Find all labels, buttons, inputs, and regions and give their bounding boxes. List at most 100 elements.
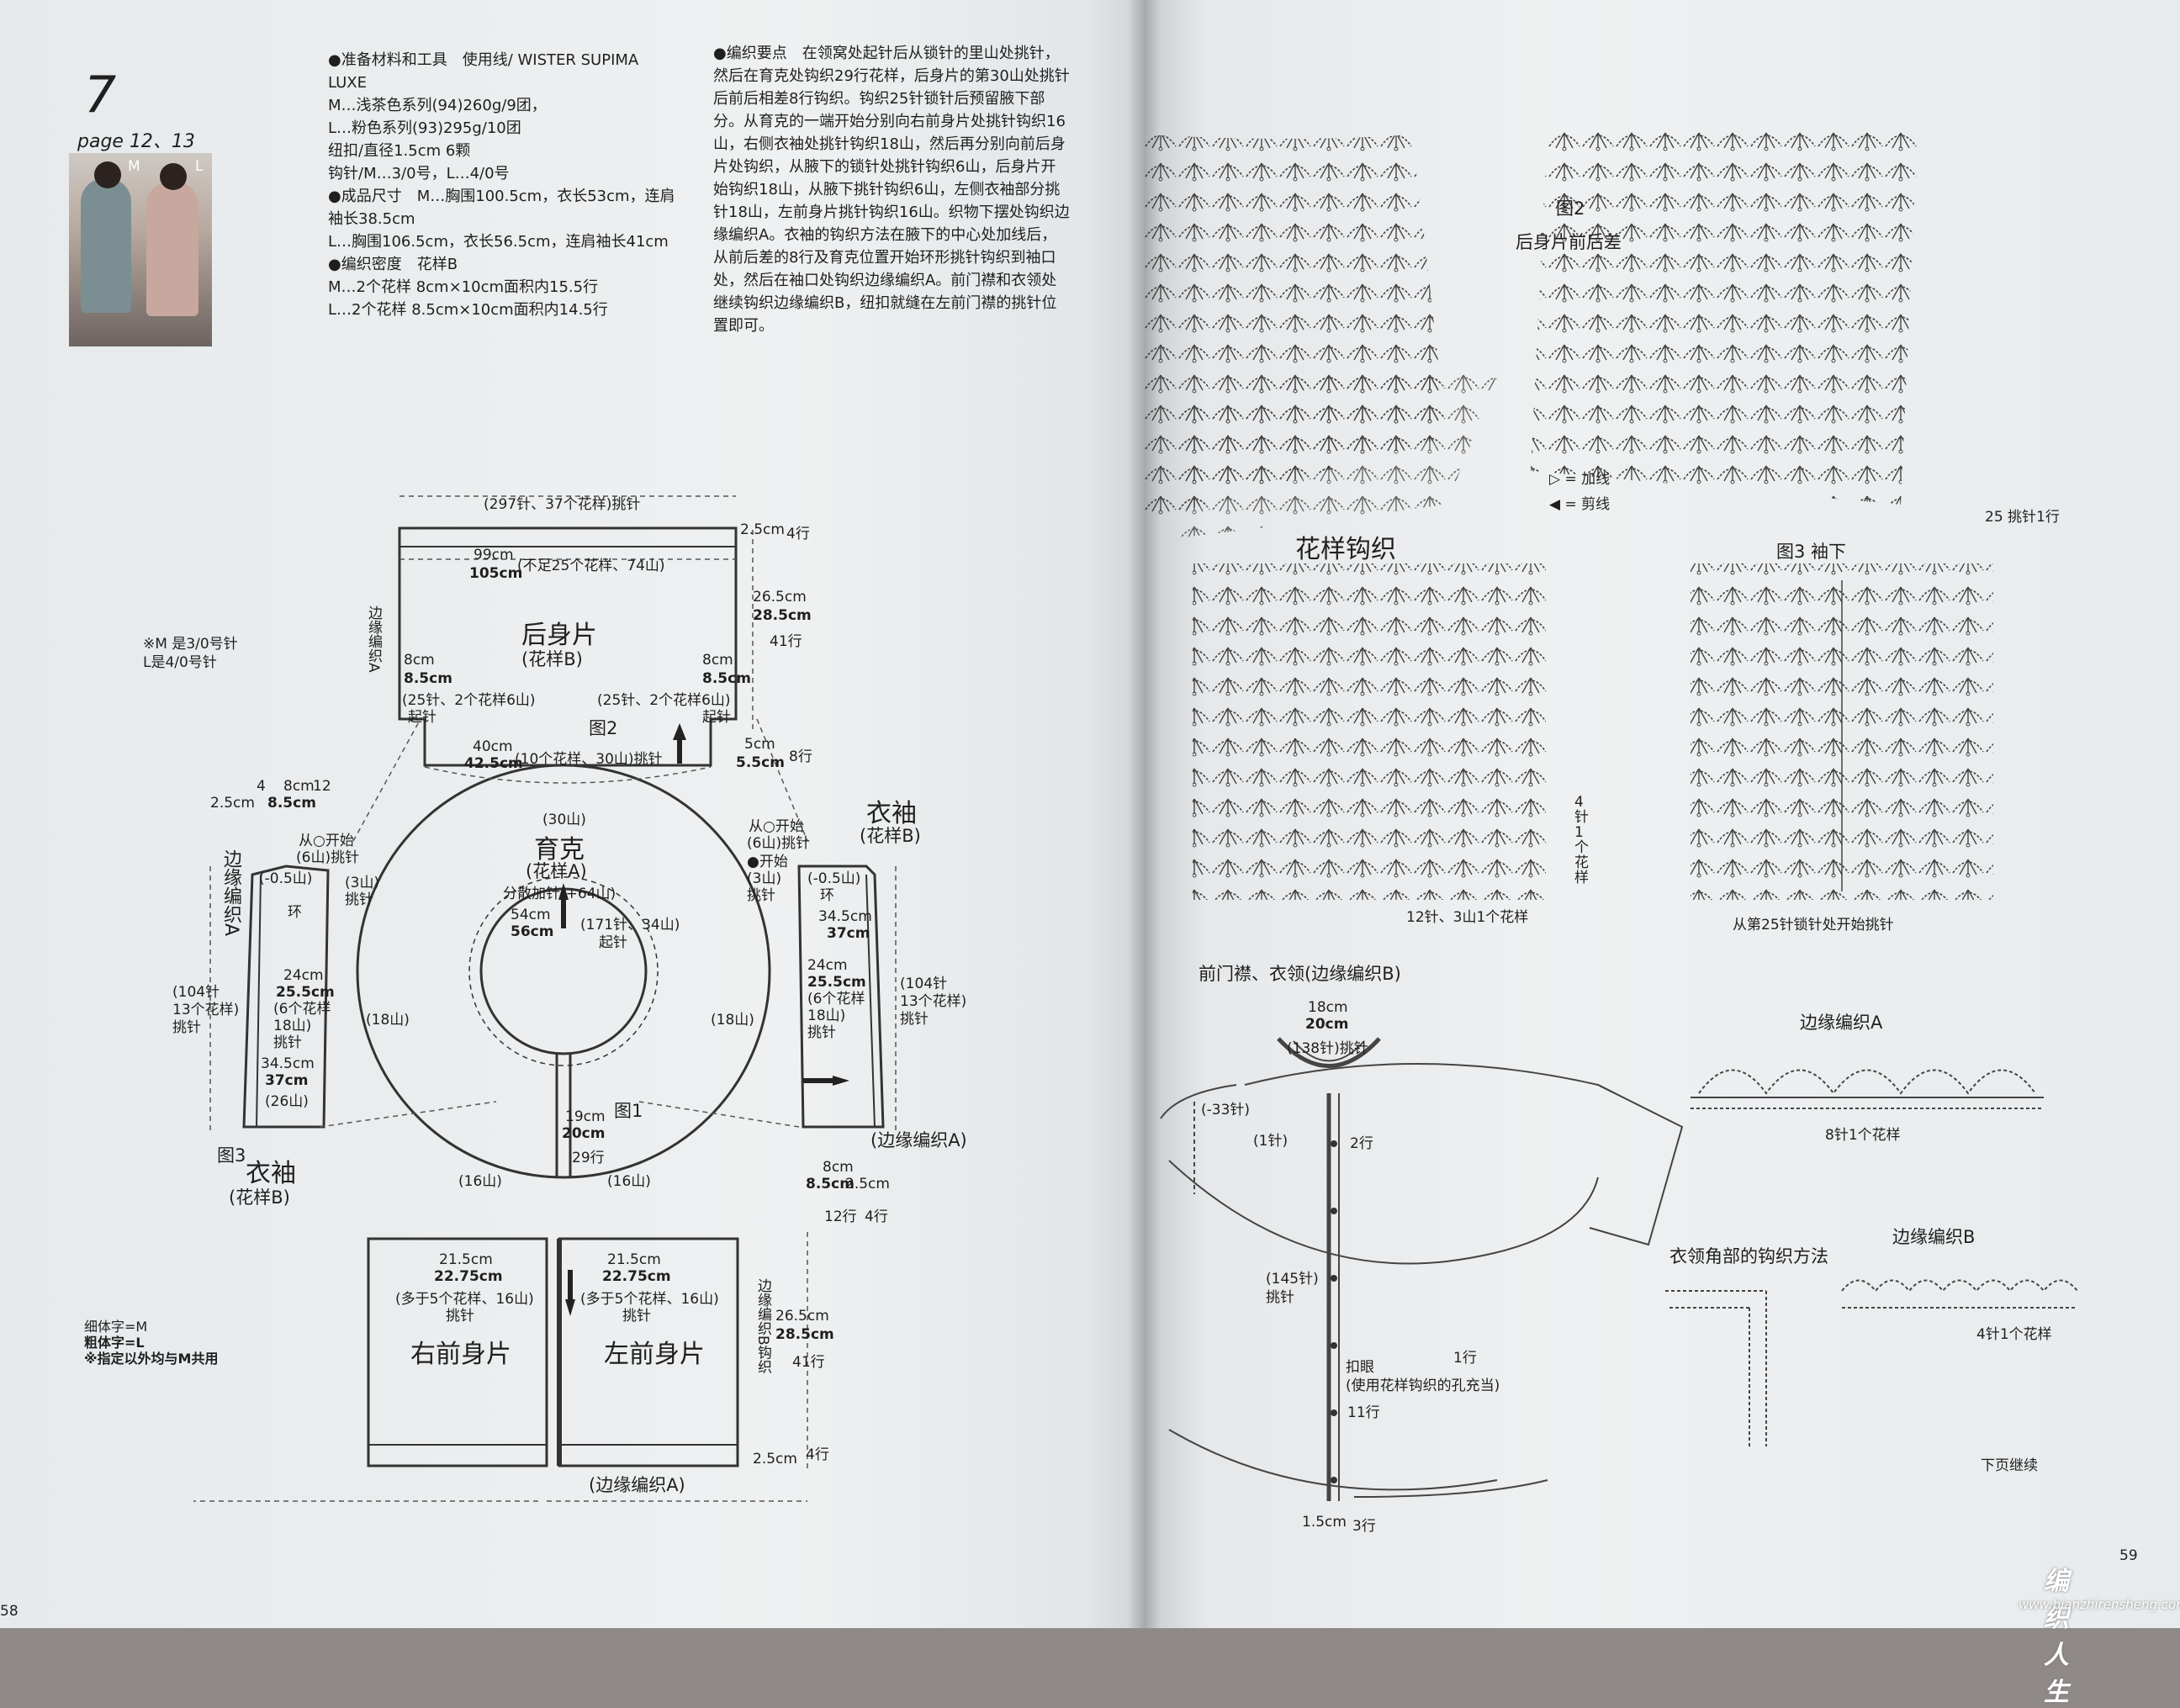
yoke-inner: (171针、34山) [580, 917, 680, 933]
sleeve-right-stitches: (104针 13个花样) 挑针 [900, 976, 967, 1028]
sleeve-left-top2: 8.5cm [267, 795, 316, 812]
sleeve-left-rows-top2: 12 [313, 778, 331, 795]
sleeve-left-start: 从○开始 [299, 833, 354, 849]
sleeve-right-bottom: 8cm [823, 1159, 854, 1176]
back-side-m-right: 8cm [702, 652, 733, 669]
materials-block: ●准备材料和工具 使用线/ WISTER SUPIMA LUXE M…浅茶色系列… [328, 49, 698, 321]
back-edge-rows: 4行 [786, 526, 810, 542]
crochet-charts [1144, 126, 2078, 1501]
right-front-note2: 挑针 [446, 1308, 474, 1325]
pattern-rows: 4 针 1 个 花 样 [1574, 794, 1589, 886]
watermark-brand: 编织人生 [2044, 1567, 2069, 1707]
yoke-top: (30山) [542, 812, 586, 828]
left-front-width-l: 22.75cm [602, 1268, 671, 1285]
size-legend-line: 粗体字=L [84, 1335, 145, 1351]
pattern-repeat: 12针、3山1个花样 [1406, 909, 1529, 926]
left-front-height-l: 28.5cm [775, 1326, 834, 1343]
left-front-note: (多于5个花样、16山) [580, 1291, 719, 1308]
front-11rows: 11行 [1347, 1404, 1380, 1421]
front-collar-title: 前门襟、衣领(边缘编织B) [1198, 964, 1401, 984]
front-width-l: 20cm [1305, 1016, 1349, 1033]
sleeve-right-start3: ●开始 [747, 854, 788, 870]
back-rows: 41行 [770, 633, 802, 650]
front-width-m: 18cm [1308, 999, 1348, 1016]
back-width-m: 99cm [474, 547, 514, 563]
back-title: 后身片 [521, 621, 597, 650]
sleeve-left-top-side: 2.5cm [210, 795, 255, 812]
left-front-rows: 41行 [792, 1354, 825, 1371]
yoke-right: (18山) [711, 1012, 754, 1029]
sleeve-right-bottom-l: 8.5cm [806, 1176, 855, 1192]
back-width-note: (不足25个花样、74山) [517, 558, 665, 574]
yoke-slit-rows: 29行 [572, 1150, 605, 1166]
sleeve-right-rows2: 4行 [865, 1208, 888, 1225]
back-bottom-h-m: 5cm [744, 736, 775, 753]
left-front-edge-rows: 4行 [806, 1446, 829, 1463]
back-top-stitches: (297针、37个花样)挑针 [484, 496, 641, 513]
left-front-edge-vertical: 边缘编织B钩织 [754, 1278, 771, 1374]
button-note: 扣眼 (使用花样钩织的孔充当) [1346, 1359, 1500, 1394]
model-photo: M L [69, 153, 212, 346]
sleeve-left-mid-note: (6个花样 18山) 挑针 [273, 1001, 331, 1051]
yoke-bottom-right: (16山) [607, 1173, 651, 1190]
yoke-bottom-left: (16山) [458, 1173, 502, 1190]
sleeve-right-title: 衣袖 [866, 799, 917, 828]
sleeve-left-len-note: (26山) [265, 1093, 309, 1110]
right-front-width-l: 22.75cm [434, 1268, 503, 1285]
back-side-note2: 起针 [408, 709, 437, 726]
materials-line: M…2个花样 8cm×10cm面积内15.5行 [328, 278, 599, 296]
materials-line: ●准备材料和工具 使用线/ WISTER SUPIMA [328, 51, 639, 69]
sleeve-right-len-m: 34.5cm [818, 908, 872, 925]
sleeve-left-three: (3山) 挑针 [345, 875, 380, 908]
left-front-note2: 挑针 [622, 1308, 651, 1325]
sleeve-right-minus: (-0.5山) [807, 870, 861, 887]
left-front-height-m: 26.5cm [775, 1308, 829, 1325]
fig3-sleeve-title: 图3 袖下 [1776, 542, 1847, 562]
back-height-m: 26.5cm [753, 589, 807, 605]
fig1-label: 图1 [614, 1101, 643, 1121]
sleeve-right-mid-m: 24cm [807, 957, 848, 974]
sleeve-right-bottom-side: 2.5cm [845, 1176, 890, 1192]
sleeve-right-ring: 环 [820, 887, 834, 904]
yoke-pattern: (花样A) [526, 861, 587, 881]
fig2-title: 图2 [1556, 198, 1585, 219]
sleeve-left-top: 8cm [283, 778, 315, 795]
back-width-l: 105cm [469, 565, 523, 582]
front-bottom: 1.5cm [1302, 1514, 1347, 1531]
yoke-inner2: 起针 [599, 934, 627, 951]
fig2-subtitle: 后身片前后差 [1516, 232, 1622, 252]
sleeve-right-start: 从○开始 [749, 818, 804, 835]
bottom-edge-label: (边缘编织A) [589, 1475, 685, 1495]
materials-line: 袖长38.5cm [328, 210, 415, 228]
right-front-title: 右前身片 [410, 1340, 511, 1369]
left-front-width-m: 21.5cm [607, 1251, 661, 1268]
corner-title: 衣领角部的钩织方法 [1669, 1246, 1828, 1266]
yoke-radius-m: 54cm [511, 907, 551, 923]
back-side-l-right: 8.5cm [702, 670, 751, 687]
front-1row: 1行 [1453, 1350, 1477, 1367]
right-page: 图2 后身片前后差 ▷ = 加线 ◀ = 剪线 25 挑针1行 花样钩织 12针… [1144, 0, 2180, 1628]
left-front-title: 左前身片 [604, 1340, 705, 1369]
sleeve-right-edge: (边缘编织A) [870, 1130, 967, 1150]
edge-a-title: 边缘编织A [1800, 1013, 1883, 1033]
sleeve-right-len-l: 37cm [827, 925, 870, 942]
back-height-l: 28.5cm [753, 607, 812, 624]
fig2-label: 图2 [589, 718, 618, 738]
instructions-text: ●编织要点 在领窝处起针后从锁针的里山处挑针，然后在育克处钩织29行花样，后身片… [713, 45, 1070, 335]
sleeve-right-mid-l: 25.5cm [807, 974, 866, 991]
front-2rows: 2行 [1350, 1135, 1373, 1152]
back-edge-h: 2.5cm [740, 521, 785, 538]
back-side-l: 8.5cm [404, 670, 452, 687]
size-legend-line: ※指定以外均与M共用 [84, 1351, 219, 1367]
materials-line: L…胸围106.5cm，衣长56.5cm，连肩袖长41cm [328, 233, 669, 251]
page-number-left: 58 [0, 1603, 19, 1620]
watermark-url: www.bianzhirensheng.com [2019, 1597, 2180, 1612]
materials-line: LUXE [328, 74, 368, 92]
fig3-label: 图3 [217, 1145, 246, 1166]
sleeve-right-rows: 12行 [824, 1208, 857, 1225]
back-bottom-m: 40cm [473, 738, 513, 755]
sleeve-right-pattern: (花样B) [860, 826, 921, 846]
back-bottom-note: (10个花样、30山)挑针 [515, 751, 663, 768]
sleeve-left-ring: 环 [288, 904, 302, 921]
back-side-note: (25针、2个花样6山) [402, 692, 536, 709]
